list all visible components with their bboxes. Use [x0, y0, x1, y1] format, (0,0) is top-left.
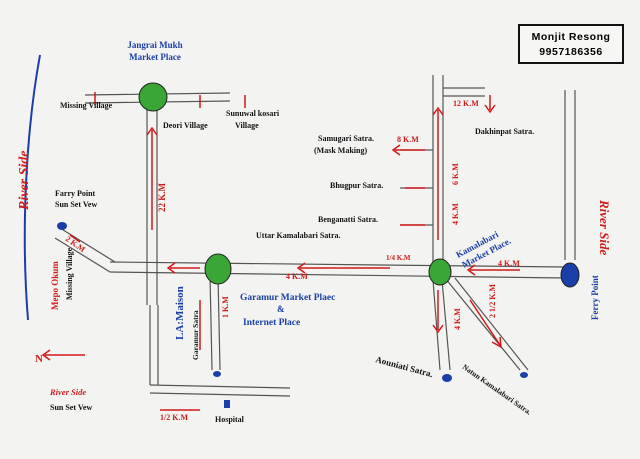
samugari-label-2: (Mask Making)	[314, 146, 367, 155]
jangrai-market-marker	[138, 82, 168, 112]
dist-half-km: 1/2 K.M	[160, 413, 188, 422]
garamur-market-label-1: Garamur Market Plaec	[240, 293, 335, 303]
sunuwal-label-1: Sunuwal kosari	[226, 109, 280, 118]
contact-name: Monjit Resong	[531, 31, 611, 43]
dist-6km: 6 K.M	[451, 163, 460, 185]
dist-4km-a: 4 K.M	[286, 272, 308, 281]
dist-1km-frac: 1/4 K.M	[386, 254, 411, 262]
hospital-marker	[224, 400, 230, 408]
sun-set-bottom-label: Sun Set Vew	[50, 403, 92, 412]
la-maison-label: LA:Maison	[174, 286, 186, 340]
ferry-point-right-label: Ferry Point	[590, 275, 600, 320]
dist-4km-vert: 4 K.M	[451, 203, 460, 225]
contact-phone: 9957186356	[539, 46, 603, 58]
direction-arrows	[41, 92, 520, 411]
roads	[54, 75, 576, 397]
mepo-okum-label: Mepo Okum	[50, 261, 60, 310]
hospital-label: Hospital	[215, 415, 245, 424]
north-label: N	[35, 353, 43, 365]
dist-4km-b: 4 K.M	[498, 259, 520, 268]
river-side-bottom-label: River Side	[49, 387, 86, 397]
uttar-kamalabari-label: Uttar Kamalabari Satra.	[256, 231, 341, 240]
aouniati-label: Aouniati Satra.	[374, 354, 434, 379]
dakhinpat-label: Dakhinpat Satra.	[475, 127, 534, 136]
natun-kamalabari-label: Natun Kamalabari Satra.	[461, 362, 533, 416]
missing-village-left-label: Missing Village	[65, 247, 74, 300]
garamur-market-label-2: &	[277, 304, 285, 314]
benganatti-label: Benganatti Satra.	[318, 215, 378, 224]
garamur-satra-label: Garamur Satra	[191, 310, 200, 360]
garamur-market-label-3: Internet Place	[243, 318, 300, 328]
river-side-left-label: River Side	[17, 151, 32, 212]
natun-kamalabari-marker	[520, 372, 528, 378]
dist-22km: 22 K.M	[157, 182, 167, 212]
river-side-right-label: River Side	[597, 199, 612, 255]
farry-point-marker	[57, 222, 67, 230]
farry-point-label-2: Sun Set Vew	[55, 200, 97, 209]
sunuwal-label-2: Village	[235, 121, 259, 130]
dist-2km-frac: 2 1/2 K.M	[488, 284, 497, 318]
contact-box: Monjit Resong 9957186356	[518, 24, 624, 64]
garamur-satra-marker	[213, 371, 221, 377]
aouniati-marker	[442, 374, 452, 382]
kamalabari-market-marker	[428, 258, 452, 286]
dist-4km-c: 4 K.M	[453, 308, 462, 330]
river-line	[23, 54, 41, 321]
deori-village-label: Deori Village	[163, 121, 208, 130]
ferry-point-marker	[560, 262, 580, 288]
bhugpur-label: Bhugpur Satra.	[330, 181, 383, 190]
samugari-label-1: Samugari Satra.	[318, 134, 374, 143]
missing-village-top-label: Missing Village	[60, 101, 113, 110]
jangrai-label-1: Jangrai Mukh	[127, 40, 182, 50]
dist-8km: 8 K.M	[397, 135, 419, 144]
dist-1km: 1 K.M	[221, 296, 230, 318]
jangrai-label-2: Market Place	[129, 52, 181, 62]
dist-12km: 12 K.M	[453, 99, 479, 108]
garamur-market-marker	[204, 253, 232, 285]
farry-point-label-1: Farry Point	[55, 189, 96, 198]
